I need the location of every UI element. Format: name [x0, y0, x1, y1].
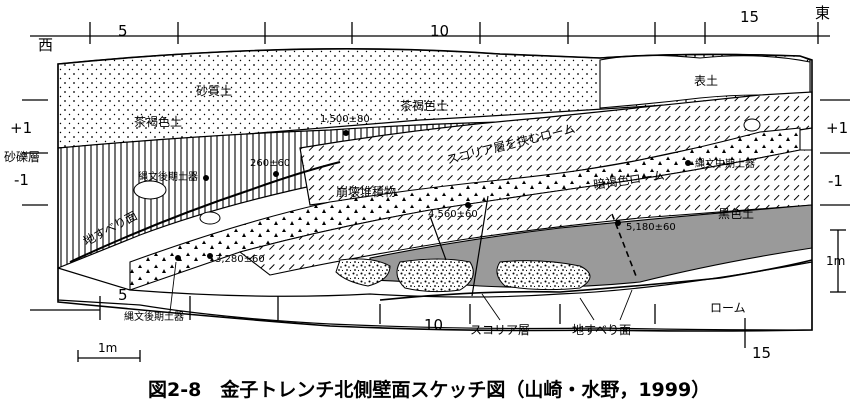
vertical-scale-bar — [830, 229, 846, 293]
bottom-scale-15: 15 — [752, 344, 771, 362]
leader — [169, 261, 177, 313]
leader — [579, 297, 595, 321]
figure-caption: 図2-8 金子トレンチ北側壁面スケッチ図（山崎・水野，1999） — [148, 378, 710, 401]
scoria-blob-1 — [396, 258, 474, 293]
top-scale — [30, 22, 830, 44]
jomon-late-bottom-label: 縄文後期土器 — [124, 310, 184, 323]
sand-label: 砂質土 — [196, 83, 232, 98]
brown-soil-label-right: 茶褐色土 — [400, 98, 448, 113]
collapse-label: 崩壊堆積物 — [336, 184, 396, 199]
right-elev-plus1: +1 — [826, 119, 848, 137]
left-elev-plus1: +1 — [10, 119, 32, 137]
fault-line-2 — [429, 215, 447, 261]
black-soil-layer — [369, 204, 813, 288]
east-label: 東 — [815, 4, 830, 22]
scoria-blob-2 — [496, 260, 591, 291]
leader — [481, 293, 501, 321]
landslide-bottom-label: 地すべり面 — [572, 323, 631, 337]
scoria-blob-3 — [335, 258, 391, 287]
bottom-scale-10: 10 — [424, 316, 443, 334]
top-scale-15: 15 — [740, 8, 759, 26]
right-elevation-scale — [820, 99, 850, 206]
vertical-scale-label: 1m — [826, 254, 845, 268]
left-elev-minus1: -1 — [14, 171, 29, 189]
left-elevation-scale — [22, 99, 48, 206]
black-soil-label: 黒色土 — [718, 207, 754, 221]
top-scale-5: 5 — [118, 22, 128, 40]
date-label-260: 260±60 — [250, 158, 290, 169]
scoria-bottom-label: スコリア層 — [470, 323, 530, 337]
landslide-surface-line-2 — [379, 259, 813, 301]
bottom-scale-5: 5 — [118, 286, 128, 304]
bottom-scale — [30, 296, 746, 348]
jomon-middle-pottery-label: 縄文中期土器 — [695, 157, 755, 170]
landslide-surface-line-1 — [69, 161, 341, 263]
date-label-4560: 4,560±60 — [428, 209, 478, 220]
date-label-5180: 5,180±60 — [626, 222, 676, 233]
stone — [743, 118, 761, 132]
horizontal-scale-label: 1m — [98, 341, 117, 355]
stone — [133, 180, 167, 200]
right-elev-minus1: -1 — [828, 172, 843, 190]
fault-line-1 — [471, 195, 489, 297]
loam-label: ローム — [710, 301, 746, 315]
gravel-label: 砂礫層 — [4, 149, 40, 164]
leader — [619, 289, 633, 321]
stone — [199, 211, 221, 225]
trench-outline — [57, 48, 813, 332]
sample-points — [175, 130, 691, 261]
top-scale-10: 10 — [430, 22, 449, 40]
date-label-3280: 3,280±60 — [215, 254, 265, 265]
jomon-late-pottery-label: 縄文後期土器 — [138, 170, 198, 183]
west-label: 西 — [38, 36, 53, 54]
topsoil-label: 表土 — [694, 74, 718, 88]
brown-soil-label-left: 茶褐色土 — [134, 114, 182, 129]
horizontal-scale-bar — [77, 350, 141, 362]
date-label-1500: 1,500±80 — [320, 114, 370, 125]
